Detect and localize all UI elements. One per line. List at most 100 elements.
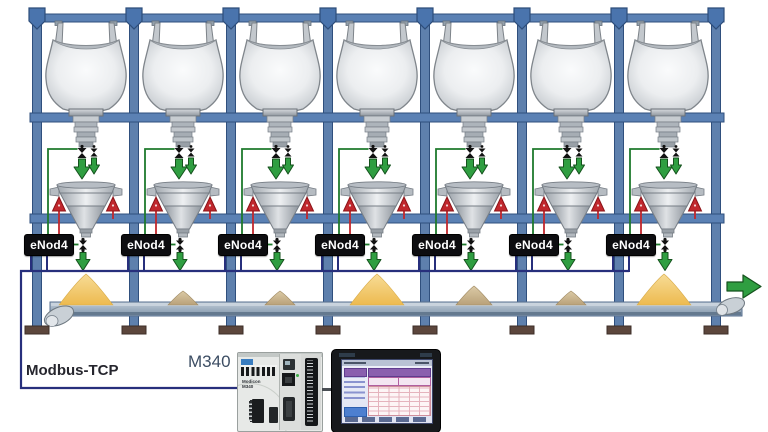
load-cell-pin (57, 204, 61, 207)
big-bag (433, 39, 515, 113)
valve-stem-dot (92, 145, 96, 148)
valve-stem-dot (565, 144, 569, 149)
plc-status-display (283, 359, 295, 370)
valve-stem-dot (286, 145, 290, 148)
hmi-menu-header (344, 368, 367, 377)
enod4-transmitter: eNod4 (606, 234, 656, 256)
load-cell-pin (693, 204, 697, 207)
hopper-cone (260, 205, 300, 230)
hopper-funnel (641, 192, 695, 207)
bag-outlet-ring (269, 136, 291, 143)
frame-column (711, 23, 721, 328)
belt-underside (51, 312, 741, 315)
flow-arrow-icon (573, 157, 585, 175)
hmi-brand-tag (339, 353, 355, 357)
bag-outlet-ring (173, 131, 193, 138)
load-cell-pin (348, 204, 352, 207)
bag-rim (52, 39, 120, 50)
dosing-station (127, 20, 224, 272)
bag-outlet-ring (557, 115, 585, 123)
valve-stem-dot (468, 144, 472, 149)
bag-valve (187, 148, 195, 157)
hopper-valve (467, 240, 475, 250)
bag-valve (575, 148, 583, 157)
dosing-station (321, 20, 418, 272)
enod4-transmitter: eNod4 (412, 234, 462, 256)
bag-valve (368, 148, 378, 158)
bag-rim (343, 39, 411, 50)
hopper-funnel (59, 192, 113, 207)
valve-stem-dot (178, 237, 182, 242)
big-bag (336, 39, 418, 113)
bag-rim (634, 39, 702, 50)
valve-stem-dot (81, 248, 85, 253)
load-cell-pin (402, 204, 406, 207)
column-cap (125, 7, 143, 30)
valve-stem-dot (662, 144, 666, 149)
hopper-bracket (403, 186, 414, 197)
belt-roller-face (716, 304, 728, 316)
hopper-bracket (146, 186, 157, 197)
bag-outlet-ring (365, 121, 389, 128)
flow-arrow-icon (282, 157, 294, 175)
bag-flange (262, 108, 298, 117)
modbus-bus-line (19, 269, 629, 390)
load-cell-icon (202, 195, 218, 212)
bag-outlet-ring (558, 126, 584, 133)
bag-outlet-ring (657, 136, 679, 143)
m340-label: M340 (188, 352, 231, 371)
bag-outlet-ring (267, 126, 293, 133)
support-foot (412, 325, 438, 335)
hopper-funnel (447, 192, 501, 207)
dosing-station (418, 20, 515, 272)
flow-arrow-icon (88, 157, 100, 175)
load-cell-pin (596, 204, 600, 207)
valve-stem-dot (275, 248, 279, 253)
frame-column (129, 23, 139, 328)
modbus-tcp-label: Modbus-TCP (26, 362, 119, 379)
valve-stem-dot (577, 145, 581, 148)
big-bag (142, 39, 224, 113)
valve-stem-dot (274, 144, 278, 149)
valve-stem-dot (372, 248, 376, 253)
frame-column (420, 23, 430, 328)
hopper-bracket (500, 186, 511, 197)
valve-stem-dot (383, 145, 387, 148)
plc-ethernet-port (282, 373, 295, 386)
load-cell-pin (154, 204, 158, 207)
valve-stem-dot (663, 248, 667, 253)
bag-valve (672, 148, 680, 157)
valve-stem-dot (177, 144, 181, 149)
bag-rim (149, 39, 217, 50)
bag-outlet-ring (559, 121, 583, 128)
hopper-outlet (564, 228, 578, 234)
bag-outlet-ring (654, 115, 682, 123)
bag-outlet-ring (268, 121, 292, 128)
column-cap (222, 7, 240, 30)
bag-outlet-ring (366, 136, 388, 143)
powder-pile (455, 285, 493, 306)
flow-arrow-icon (558, 158, 576, 180)
valve-stem-dot (80, 144, 84, 149)
load-cell-pin (542, 204, 546, 207)
hopper-outlet (79, 228, 93, 234)
bag-valve-wire (435, 148, 466, 234)
dosing-station (30, 20, 127, 272)
bag-valve (77, 148, 87, 158)
belt-roller-face (45, 315, 59, 327)
bag-outlet-ring (172, 136, 194, 143)
valve-stem-dot (566, 248, 570, 253)
bag-outlet-ring (270, 131, 290, 138)
hopper-outlet (467, 228, 481, 234)
plc-serial-port (283, 397, 295, 421)
bag-outlet-ring (266, 115, 294, 123)
hopper-rim-top (347, 181, 407, 189)
bag-outlet-ring (369, 141, 385, 148)
bag-outlet-ring (464, 131, 484, 138)
hopper-funnel (156, 192, 210, 207)
bag-outlet-ring (563, 141, 579, 148)
load-cell-icon (439, 195, 455, 212)
flow-arrow-icon (170, 158, 188, 180)
bag-outlet-ring (170, 126, 196, 133)
flow-arrow-icon (670, 157, 682, 175)
